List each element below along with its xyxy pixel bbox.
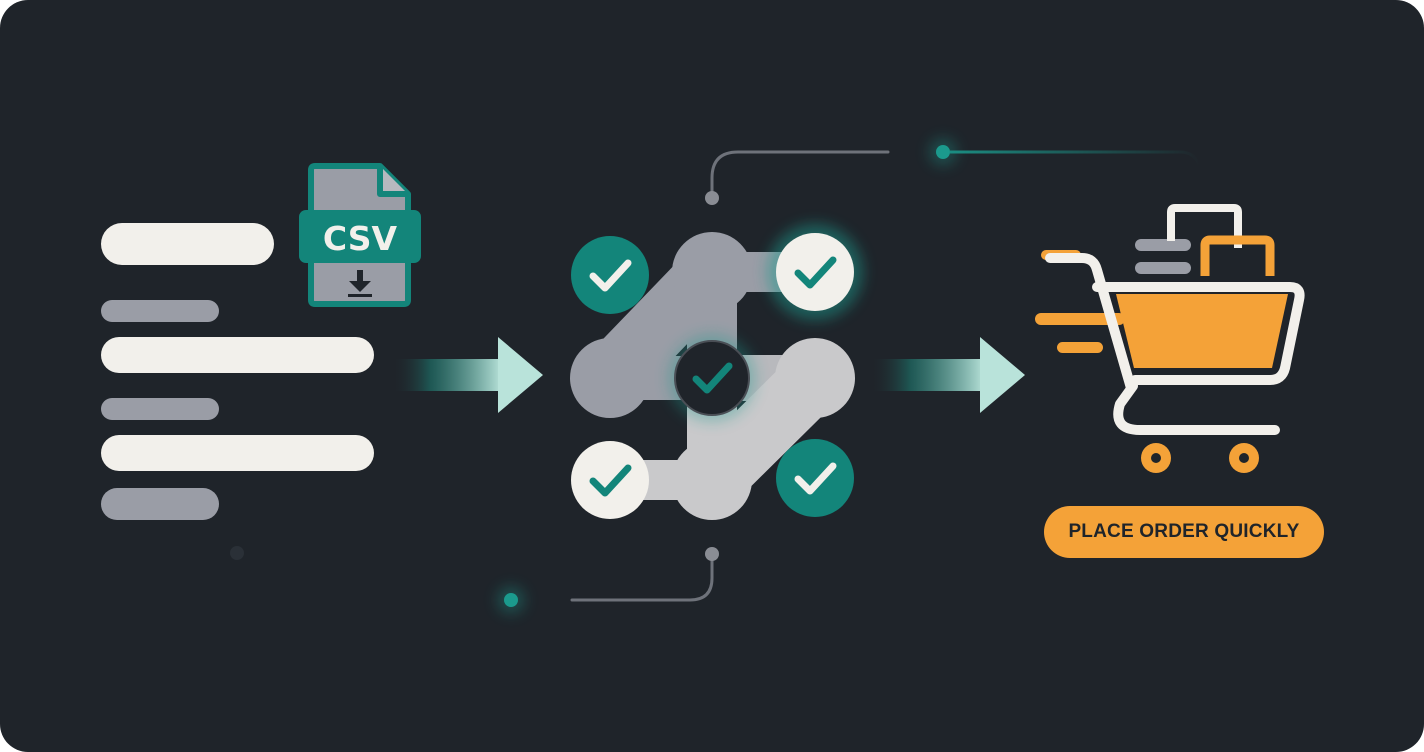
download-arrow-icon <box>348 270 372 297</box>
csv-file-icon: CSV <box>299 163 421 307</box>
connector-top-left <box>710 150 890 200</box>
csv-badge <box>299 210 421 263</box>
check-icon <box>692 362 733 394</box>
place-order-button[interactable]: PLACE ORDER QUICKLY <box>1044 506 1324 558</box>
list-row <box>101 398 219 420</box>
speed-line <box>1035 313 1125 325</box>
connector-top-right <box>950 150 1202 169</box>
validator-node-checked <box>776 439 854 517</box>
validator-node-plain <box>775 338 855 418</box>
flow-arrow-left <box>392 337 543 413</box>
list-row <box>101 337 374 373</box>
list-row <box>101 435 374 471</box>
input-list <box>101 223 374 520</box>
validator-node-checked <box>571 236 649 314</box>
check-icon <box>589 464 632 497</box>
validator-node-checked <box>571 441 649 519</box>
connector-dot <box>230 546 244 560</box>
check-icon <box>794 256 837 289</box>
validator-node-plain <box>570 338 650 418</box>
connector-bottom-right <box>570 553 714 602</box>
connector-dot <box>705 547 719 561</box>
shopping-cart-icon <box>1035 204 1305 473</box>
validator-node-plain <box>672 232 752 312</box>
bag-handle <box>1167 204 1242 248</box>
connector-dot <box>705 191 719 205</box>
validator-node-plain <box>672 440 752 520</box>
connector-lines <box>230 138 1202 614</box>
check-icon <box>589 259 632 292</box>
speed-line <box>1057 342 1103 353</box>
check-icon <box>794 462 837 495</box>
connector-dot <box>936 145 950 159</box>
csv-label: CSV <box>323 219 398 258</box>
list-row <box>101 300 219 322</box>
flow-arrow-right <box>870 337 1025 413</box>
validation-network <box>570 224 863 520</box>
validator-node-center <box>668 334 756 422</box>
connector-dot <box>504 593 518 607</box>
cart-item <box>1200 235 1275 276</box>
cart-item <box>1135 262 1191 274</box>
list-row <box>101 488 219 520</box>
list-row <box>101 223 274 265</box>
validator-node-checked-glow <box>767 224 863 320</box>
cart-item <box>1135 239 1191 251</box>
